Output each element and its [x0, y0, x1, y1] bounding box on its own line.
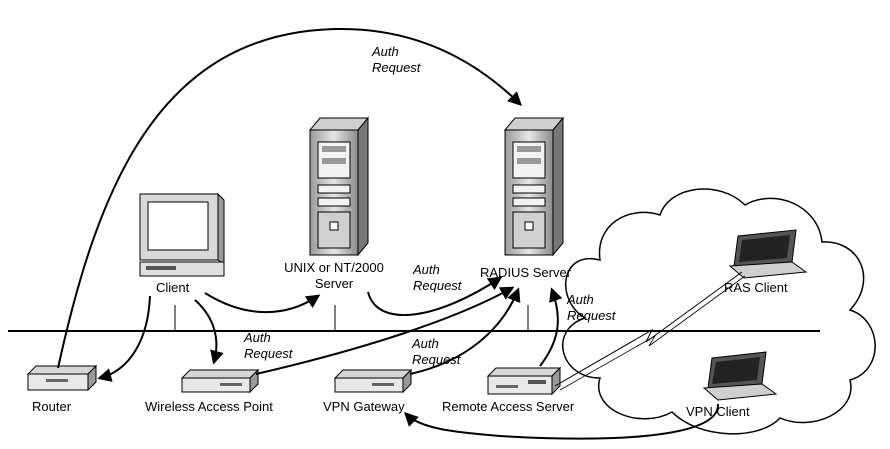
radius-server-icon [503, 116, 565, 257]
wireless-access-point-label: Wireless Access Point [145, 399, 273, 414]
vpn-gateway-label: VPN Gateway [323, 399, 405, 414]
client-label: Client [156, 280, 190, 295]
arrow-client-to-unix [204, 292, 321, 314]
arrow-unix-to-radius [367, 276, 503, 317]
ras-client-label: RAS Client [724, 280, 788, 295]
remote-access-server-label: Remote Access Server [442, 399, 575, 414]
vpn-client-laptop-icon [702, 351, 778, 401]
router-icon [26, 364, 98, 392]
router-label: Router [32, 399, 72, 414]
arrow-vpnclient-to-vpngw [404, 403, 720, 440]
vpn-gateway-icon [333, 368, 413, 394]
arrow-wap-to-radius [255, 286, 515, 375]
arrow-client-to-wap [194, 299, 224, 365]
dialup-link [554, 271, 743, 387]
unix-server-icon [308, 116, 370, 257]
radius-server-label: RADIUS Server [480, 265, 572, 280]
arrow-vpngw-to-radius [409, 287, 521, 375]
arrow-ras-to-radius [539, 287, 563, 367]
ras-client-laptop-icon [728, 229, 808, 279]
dialup-link-2 [559, 275, 746, 391]
remote-access-server-icon [486, 366, 562, 396]
client-computer-icon [139, 192, 225, 277]
wireless-access-point-icon [180, 368, 260, 394]
internet-cloud [562, 188, 876, 435]
vpn-client-label: VPN Client [686, 404, 750, 419]
arrow-router-to-radius [57, 28, 523, 369]
arrow-client-to-router [97, 295, 151, 382]
